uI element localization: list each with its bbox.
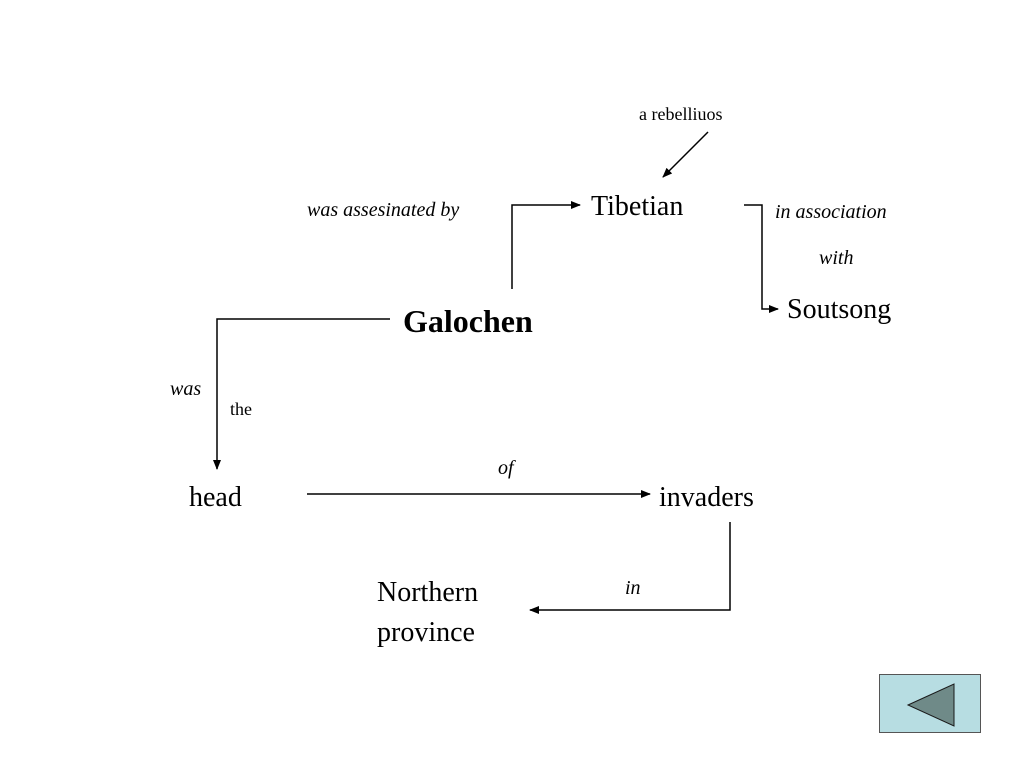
triangle-left-icon (906, 683, 955, 727)
qualifier-rebellious: a rebelliuos (639, 104, 723, 124)
node-invaders: invaders (659, 482, 754, 513)
node-head: head (189, 482, 242, 513)
connector-tibetian-soutsong (744, 204, 779, 313)
connector-invaders-northern-province (529, 522, 731, 614)
edge-label-in-association: in association (775, 201, 887, 223)
edge-label-was: was (170, 378, 202, 400)
connector-galochen-tibetian (511, 201, 581, 289)
connector-galochen-head (213, 318, 390, 470)
node-galochen: Galochen (403, 303, 533, 339)
edge-label-of: of (498, 457, 514, 479)
node-soutsong: Soutsong (787, 294, 892, 325)
connector-rebellious-tibetian (662, 131, 709, 178)
node-tibetian: Tibetian (591, 191, 684, 222)
node-northern-province-line2: province (377, 617, 475, 648)
back-button[interactable] (879, 674, 981, 733)
qualifier-the: the (230, 399, 252, 419)
edge-label-in: in (625, 577, 641, 599)
node-northern-province: Northern province (377, 573, 478, 653)
edge-label-with: with (819, 247, 854, 269)
edge-label-assassinated-by: was assesinated by (307, 199, 460, 221)
node-northern-province-line1: Northern (377, 577, 479, 608)
